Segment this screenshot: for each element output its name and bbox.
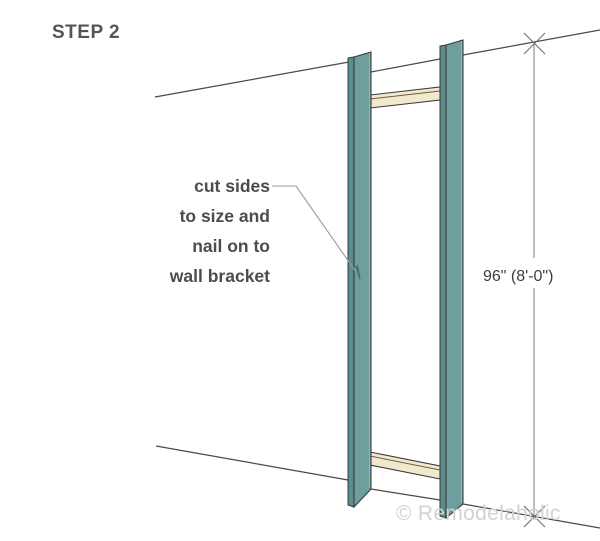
left-side-board bbox=[347, 51, 372, 509]
floor-line-lower-left bbox=[155, 445, 349, 481]
callout-annotation: cut sides to size and nail on to wall br… bbox=[120, 171, 270, 291]
callout-line-4: wall bracket bbox=[169, 266, 270, 286]
left-board-front-face bbox=[353, 51, 372, 509]
top-bracket-grain-line bbox=[369, 90, 441, 100]
wall-line-upper-right bbox=[462, 29, 600, 56]
bottom-bracket-face bbox=[369, 451, 441, 480]
callout-line-3: nail on to bbox=[192, 236, 270, 256]
left-board-grain-mark bbox=[355, 264, 361, 280]
dimension-tick-top bbox=[523, 32, 546, 55]
wall-line-upper-left bbox=[154, 61, 350, 98]
bottom-bracket-grain-line bbox=[369, 455, 441, 471]
top-wall-bracket bbox=[369, 86, 441, 109]
wall-line-upper-middle bbox=[370, 58, 441, 73]
floor-line-lower-right bbox=[462, 503, 600, 529]
height-dimension-line bbox=[523, 32, 546, 528]
page-title: STEP 2 bbox=[52, 22, 121, 43]
floor-line-lower-middle bbox=[370, 488, 441, 501]
right-side-board bbox=[439, 39, 464, 520]
dimension-tick-bottom bbox=[523, 505, 546, 528]
right-board-front-face bbox=[445, 39, 464, 520]
callout-line-1: cut sides bbox=[194, 176, 270, 196]
watermark: © Remodelaholic bbox=[396, 502, 561, 525]
bottom-wall-bracket bbox=[369, 451, 441, 480]
right-board-edge-face bbox=[439, 44, 447, 519]
left-board-edge-face bbox=[347, 56, 355, 508]
dimension-label: 96" (8'-0") bbox=[483, 268, 554, 285]
callout-line-2: to size and bbox=[179, 206, 270, 226]
leader-polyline bbox=[272, 185, 357, 273]
wall-perspective-lines bbox=[154, 29, 600, 529]
callout-leader-line bbox=[272, 185, 357, 273]
dimension-label-gap bbox=[527, 258, 542, 288]
